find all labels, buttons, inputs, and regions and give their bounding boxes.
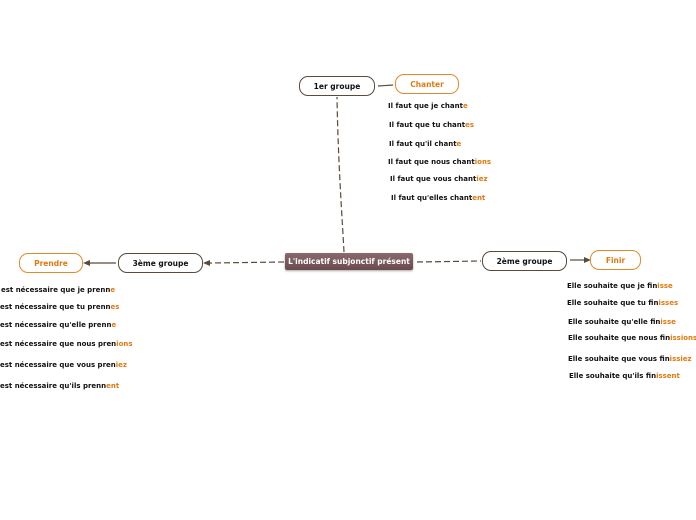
g2-sentence-3: Elle souhaite qu'elle finisse bbox=[568, 318, 676, 326]
arrow-g3-verb bbox=[83, 260, 90, 266]
g3-sentence-6: est nécessaire qu'ils prennent bbox=[0, 382, 120, 390]
link-root-g1 bbox=[336, 96, 345, 253]
g2-sentence-6: Elle souhaite qu'ils finissent bbox=[569, 372, 680, 380]
g1-sentence-5: Il faut que vous chantiez bbox=[390, 175, 488, 183]
link-root-g2 bbox=[416, 260, 482, 263]
g2-sentence-4: Elle souhaite que nous finissions bbox=[568, 334, 696, 342]
group-1-label: 1er groupe bbox=[313, 81, 361, 91]
g2-sentence-1: Elle souhaite que je finisse bbox=[567, 282, 673, 290]
g3-sentence-3: est nécessaire qu'elle prenne bbox=[0, 321, 117, 329]
node-group-3[interactable]: 3ème groupe bbox=[118, 253, 203, 273]
g1-sentence-1: Il faut que je chante bbox=[388, 102, 468, 110]
group-3-label: 3ème groupe bbox=[132, 258, 189, 268]
node-verb-prendre[interactable]: Prendre bbox=[19, 253, 83, 273]
link-root-g3 bbox=[209, 261, 285, 264]
verb-finir-label: Finir bbox=[605, 255, 626, 265]
node-verb-chanter[interactable]: Chanter bbox=[395, 74, 459, 94]
g1-sentence-3: Il faut qu'il chante bbox=[389, 140, 462, 148]
arrow-g2-verb bbox=[584, 257, 591, 263]
group-2-label: 2ème groupe bbox=[496, 256, 553, 266]
root-label: L'indicatif subjonctif présent bbox=[288, 257, 410, 266]
arrow-g3 bbox=[203, 260, 210, 266]
node-group-1[interactable]: 1er groupe bbox=[299, 76, 375, 96]
g1-sentence-6: Il faut qu'elles chantent bbox=[391, 194, 486, 202]
g3-sentence-5: est nécessaire que vous preniez bbox=[0, 361, 127, 369]
node-verb-finir[interactable]: Finir bbox=[590, 250, 641, 270]
root-node[interactable]: L'indicatif subjonctif présent bbox=[285, 253, 413, 270]
g1-sentence-4: Il faut que nous chantions bbox=[388, 158, 492, 166]
g1-sentence-2: Il faut que tu chantes bbox=[389, 121, 475, 129]
verb-chanter-label: Chanter bbox=[410, 79, 444, 89]
g2-sentence-5: Elle souhaite que vous finissiez bbox=[568, 355, 692, 363]
node-group-2[interactable]: 2ème groupe bbox=[482, 251, 567, 271]
g3-sentence-4: est nécessaire que nous prenions bbox=[0, 340, 133, 348]
g3-sentence-2: est nécessaire que tu prennes bbox=[0, 303, 120, 311]
g3-sentence-1: est nécessaire que je prenne bbox=[1, 286, 116, 294]
g2-sentence-2: Elle souhaite que tu finisses bbox=[567, 299, 679, 307]
link-g1-verb bbox=[377, 84, 394, 87]
verb-prendre-label: Prendre bbox=[34, 258, 68, 268]
